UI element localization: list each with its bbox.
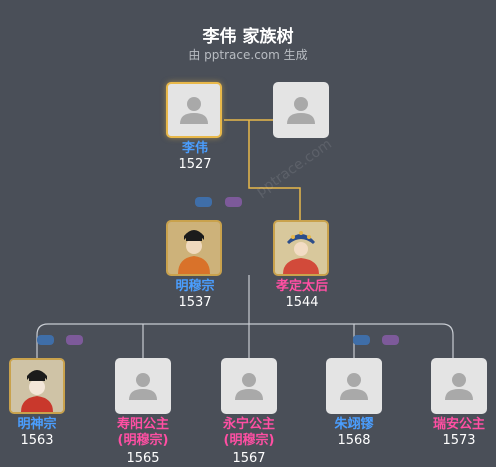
relation-badge-blue[interactable] xyxy=(195,197,212,207)
page-subtitle: 由 pptrace.com 生成 xyxy=(188,48,308,62)
empress-portrait-icon xyxy=(275,222,327,274)
child-name[interactable]: 明神宗 xyxy=(17,417,57,432)
relation-badge-blue[interactable] xyxy=(353,335,370,345)
relation-badge-purple[interactable] xyxy=(66,335,83,345)
person-card-liwei[interactable] xyxy=(166,82,222,138)
spouse-name[interactable]: 孝定太后 xyxy=(275,279,328,294)
child-year: 1567 xyxy=(232,451,266,466)
child-name[interactable]: 瑞安公主 xyxy=(432,417,485,432)
child-card-ruian[interactable] xyxy=(431,358,487,414)
child-note: (明穆宗) xyxy=(117,433,169,448)
person-name[interactable]: 李伟 xyxy=(181,141,208,156)
child-card-mingshenzong[interactable] xyxy=(9,358,65,414)
person-year: 1527 xyxy=(178,157,212,172)
relation-badge-purple[interactable] xyxy=(225,197,242,207)
relation-badge-purple[interactable] xyxy=(382,335,399,345)
spouse-year: 1544 xyxy=(285,295,319,310)
person-placeholder-icon xyxy=(129,373,157,400)
child-name[interactable]: 永宁公主 xyxy=(222,417,275,432)
child-note: (明穆宗) xyxy=(223,433,275,448)
child-year: 1563 xyxy=(20,433,54,448)
emperor-portrait-icon xyxy=(168,222,220,274)
emperor-portrait-icon xyxy=(11,360,63,412)
person-year: 1537 xyxy=(178,295,212,310)
person-placeholder-icon xyxy=(340,373,368,400)
spouse-card-unknown[interactable] xyxy=(273,82,329,138)
child-card-shouyang[interactable] xyxy=(115,358,171,414)
person-placeholder-icon xyxy=(180,97,208,124)
person-card-xiaoding[interactable] xyxy=(273,220,329,276)
person-placeholder-icon xyxy=(235,373,263,400)
page-title: 李伟 家族树 xyxy=(202,27,294,47)
child-bus xyxy=(36,323,454,358)
child-year: 1568 xyxy=(337,433,371,448)
child-name[interactable]: 朱翊镠 xyxy=(334,417,374,432)
child-year: 1565 xyxy=(126,451,160,466)
person-name[interactable]: 明穆宗 xyxy=(175,279,215,294)
person-placeholder-icon xyxy=(287,97,315,124)
relation-badge-blue[interactable] xyxy=(37,335,54,345)
child-card-zhuyiliu[interactable] xyxy=(326,358,382,414)
person-card-mingmuzong[interactable] xyxy=(166,220,222,276)
child-name[interactable]: 寿阳公主 xyxy=(116,417,169,432)
child-card-yongning[interactable] xyxy=(221,358,277,414)
parent-link-gen1 xyxy=(248,120,301,221)
person-placeholder-icon xyxy=(445,373,473,400)
child-year: 1573 xyxy=(442,433,476,448)
